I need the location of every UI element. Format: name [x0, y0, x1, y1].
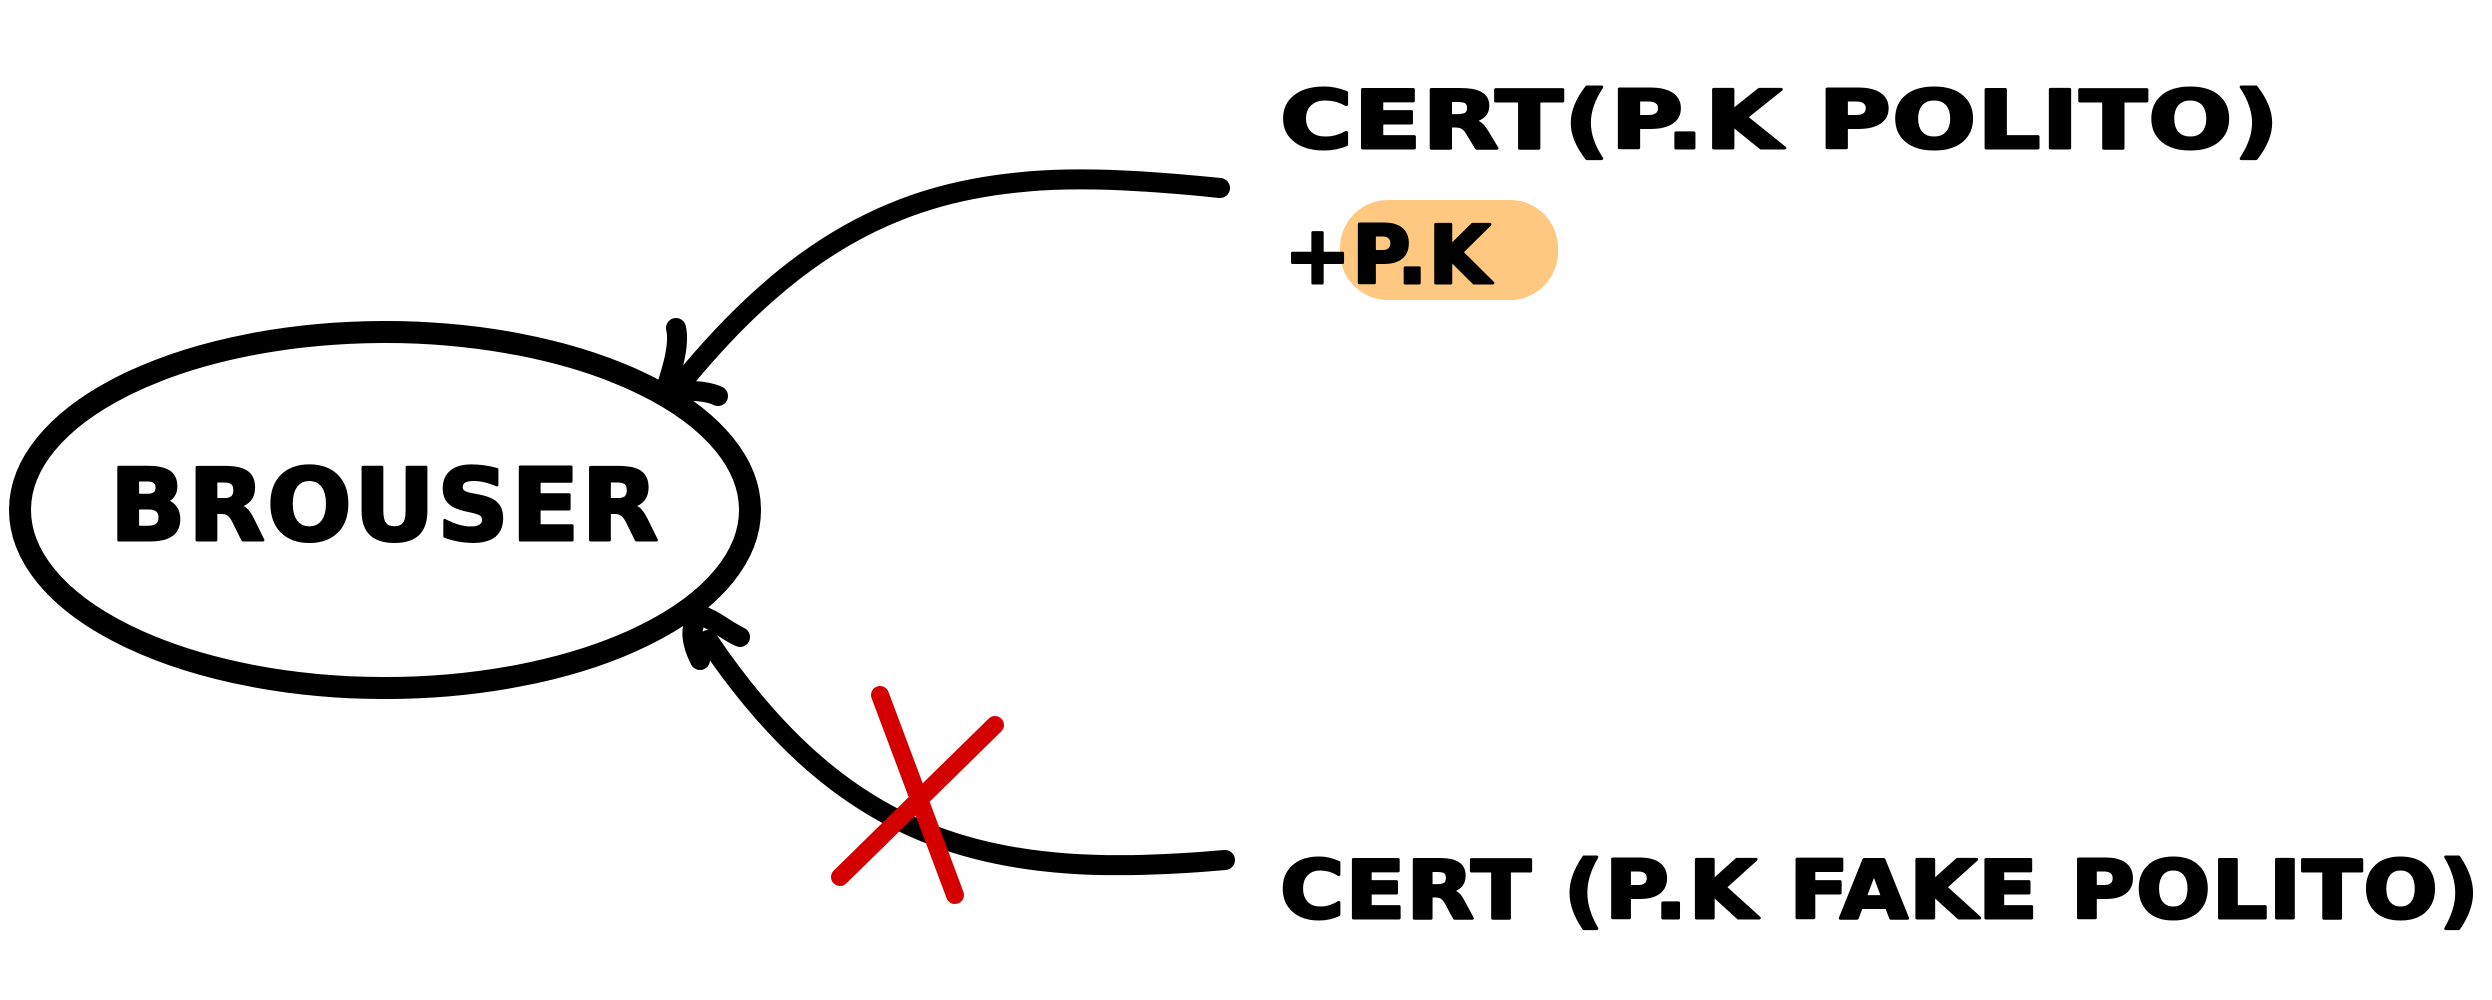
valid-cert-pk-label: +P.K	[1284, 209, 1493, 302]
fake-cert-label: CERT (P.K FAKE POLITO)	[1280, 844, 2480, 937]
cross-icon-stroke-2	[831, 716, 1004, 886]
browser-label: BROUSER	[110, 447, 661, 564]
browser-ellipse	[9, 321, 761, 699]
fake-cert-arrowhead	[682, 605, 750, 670]
cross-icon	[831, 686, 1004, 904]
pk-highlight	[1340, 200, 1558, 300]
valid-cert-arrowhead	[655, 318, 728, 406]
valid-cert-label: CERT(P.K POLITO)	[1280, 74, 2280, 167]
valid-cert-arrow	[670, 169, 1230, 395]
